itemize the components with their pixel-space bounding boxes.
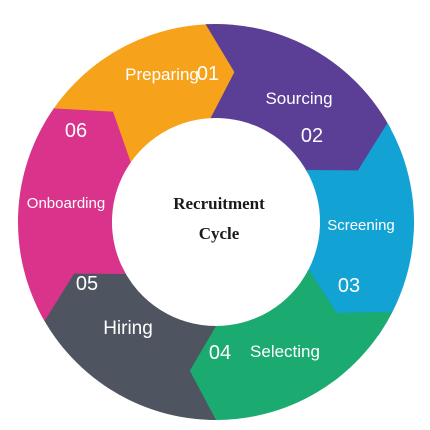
segment-label-screening: Screening: [327, 217, 395, 234]
segment-number-05: 05: [76, 273, 98, 295]
segment-number-03: 03: [338, 275, 360, 297]
segment-label-onboarding: Onboarding: [27, 195, 105, 212]
segment-number-02: 02: [301, 125, 323, 147]
segment-onboarding: [17, 108, 131, 322]
center-title-line1: Recruitment: [173, 194, 265, 213]
segment-number-01: 01: [197, 63, 219, 85]
segment-label-selecting: Selecting: [250, 342, 320, 361]
segment-number-06: 06: [65, 120, 87, 142]
segment-hiring: [36, 256, 216, 420]
center-title-line2: Cycle: [199, 224, 240, 243]
segment-number-04: 04: [209, 342, 231, 364]
segment-sourcing: [205, 24, 391, 181]
segment-label-preparing: Preparing: [125, 65, 199, 84]
segment-selecting: [179, 269, 393, 421]
segment-preparing: [44, 24, 261, 171]
segment-label-hiring: Hiring: [103, 318, 153, 339]
segment-label-sourcing: Sourcing: [265, 89, 332, 108]
segment-screening: [301, 123, 415, 336]
